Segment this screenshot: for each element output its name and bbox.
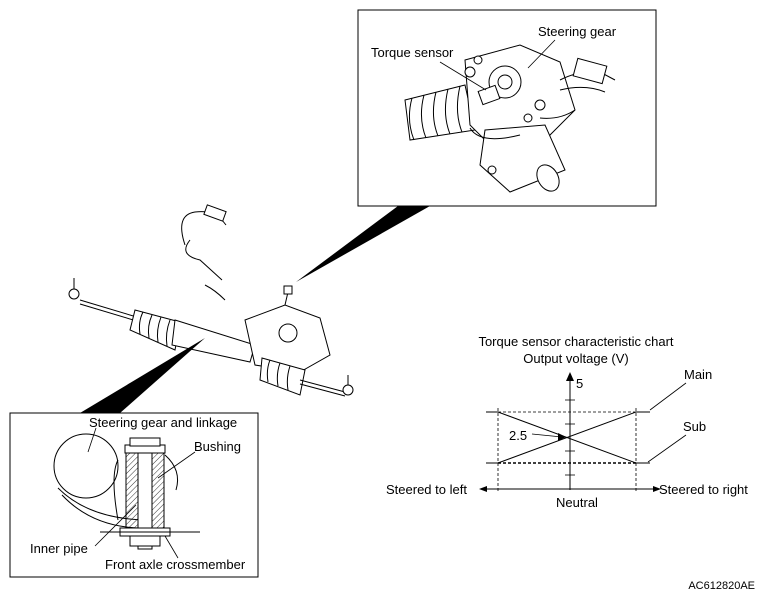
rack-tube-section	[53, 433, 151, 529]
bushing-detail: Steering gear and linkage Bushing Inner …	[9, 338, 259, 578]
x-label-right: Steered to right	[659, 482, 748, 497]
leader-steering-gear	[527, 39, 556, 69]
label-front-axle-crossmember: Front axle crossmember	[105, 557, 246, 572]
x-axis-arrow-right	[653, 486, 661, 492]
y-axis-arrow	[566, 372, 574, 381]
leader-sub	[647, 434, 687, 463]
detail-pointer-bottom	[80, 338, 205, 413]
torque-sensor-detail: Torque sensor Steering gear	[296, 9, 657, 282]
x-axis-arrow-left	[479, 486, 487, 492]
chart-title: Torque sensor characteristic chart	[478, 334, 673, 349]
x-label-neutral: Neutral	[556, 495, 598, 510]
leader-bushing	[157, 451, 196, 479]
chart-y-axis-label: Output voltage (V)	[523, 351, 629, 366]
leader-front-axle	[164, 535, 179, 559]
label-steering-gear: Steering gear	[538, 24, 617, 39]
series-sub-label: Sub	[683, 419, 706, 434]
bushing-bolt-section	[100, 437, 200, 550]
leader-inner-pipe	[94, 504, 137, 547]
leader-torque-sensor	[439, 61, 487, 91]
y-tick-label-mid: 2.5	[509, 428, 527, 443]
leader-main	[649, 382, 687, 411]
mid-tick-arrowhead	[558, 433, 566, 441]
label-torque-sensor: Torque sensor	[371, 45, 454, 60]
clamp	[113, 459, 119, 521]
leader-mid-tick	[531, 433, 563, 438]
wiring-harness	[469, 57, 616, 140]
label-bushing: Bushing	[194, 439, 241, 454]
torque-sensor-chart: Torque sensor characteristic chart Outpu…	[386, 334, 748, 510]
figure-id: AC612820AE	[688, 580, 755, 592]
x-label-left: Steered to left	[386, 482, 467, 497]
steering-rack-assembly	[68, 204, 354, 397]
y-tick-label-max: 5	[576, 376, 583, 391]
leader-steering-gear-linkage	[87, 427, 97, 453]
label-steering-gear-linkage: Steering gear and linkage	[89, 415, 237, 430]
label-inner-pipe: Inner pipe	[30, 541, 88, 556]
series-main-label: Main	[684, 367, 712, 382]
assist-motor	[479, 124, 566, 193]
detail-pointer-top	[296, 206, 430, 282]
gear-housing	[464, 44, 576, 151]
series-sub-line	[486, 411, 650, 464]
